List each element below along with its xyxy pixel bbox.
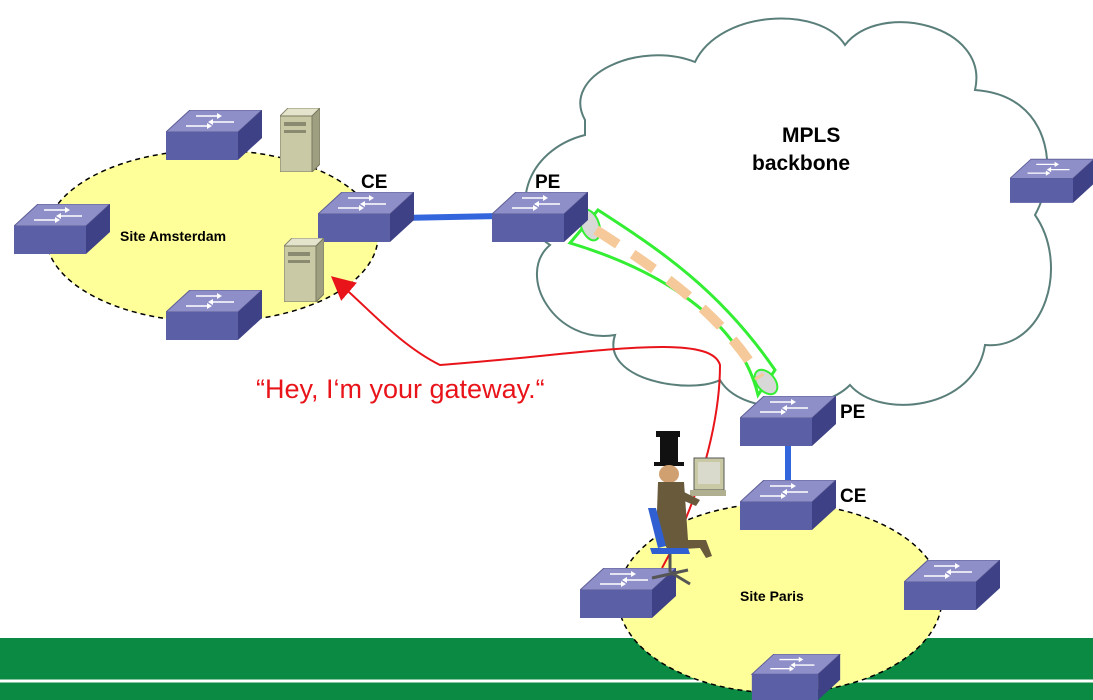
tunnel-outline: [567, 208, 777, 399]
footer-band: [0, 638, 1093, 700]
server-icon: [284, 238, 324, 302]
cloud-title-line2: backbone: [752, 152, 851, 175]
link-ce-pe-amsterdam: [399, 213, 501, 221]
site-paris-label: Site Paris: [740, 588, 804, 604]
node-label-ce-paris: CE: [840, 486, 867, 507]
node-label-ce-amsterdam: CE: [361, 172, 388, 193]
attacker-quote: “Hey, I‘m your gateway.“: [256, 374, 545, 404]
site-amsterdam-label: Site Amsterdam: [120, 228, 227, 244]
node-label-pe-paris: PE: [840, 402, 866, 423]
cloud-title-line1: MPLS: [782, 124, 841, 147]
node-label-pe-amsterdam: PE: [535, 172, 561, 193]
mpls-cloud: [524, 17, 1052, 408]
tunnel-dashed-path: [593, 225, 765, 381]
server-icon: [280, 108, 320, 172]
attacker-figure: [648, 431, 726, 586]
